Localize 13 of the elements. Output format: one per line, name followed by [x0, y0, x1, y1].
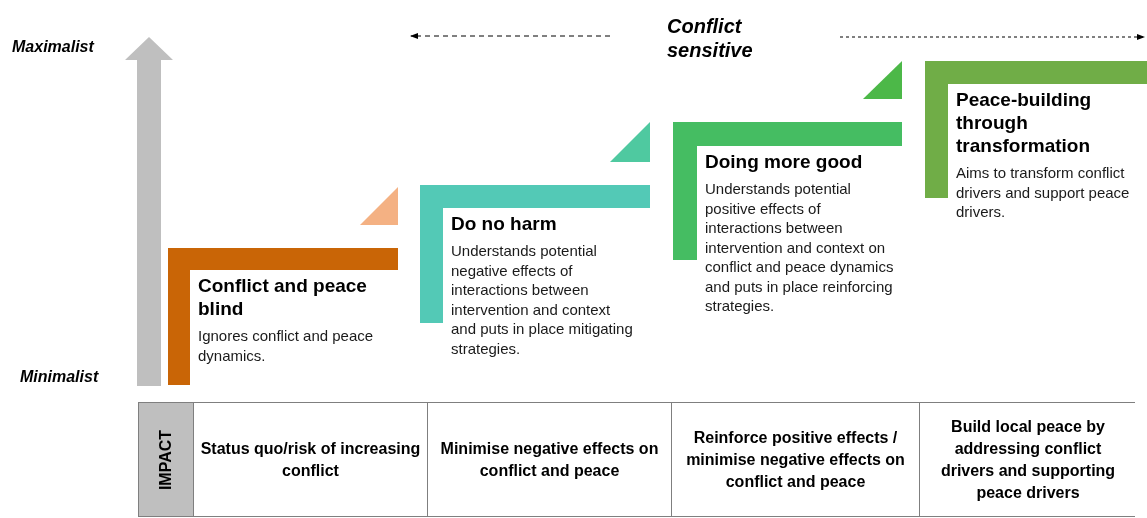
axis-label: Minimalist	[20, 367, 100, 387]
table-cell: Build local peace by addressing conflict drivers and supporting peace drivers	[919, 403, 1136, 516]
step-heading: Doing more good	[705, 150, 864, 173]
step-description: Ignores conflict and peace dynamics.	[198, 326, 375, 365]
step-description: Aims to transform conflict drivers and support peace drivers.	[956, 163, 1131, 222]
step-heading: Do no harm	[451, 212, 558, 235]
step-description: Understands potential positive effects of interactions between intervention and context on conflict and peace dynamics and puts in place reinforcing strategies.	[705, 179, 895, 316]
axis-label: Conflict sensitive	[667, 14, 754, 62]
step-heading: Peace-building through transformation	[956, 88, 1093, 157]
axis-label: Maximalist	[12, 37, 96, 57]
step-heading: Conflict and peace blind	[198, 274, 368, 320]
step-description: Understands potential negative effects of interactions between intervention and context and puts in place mitigating strategies.	[451, 241, 634, 358]
table-header-cell: IMPACT	[139, 403, 193, 516]
